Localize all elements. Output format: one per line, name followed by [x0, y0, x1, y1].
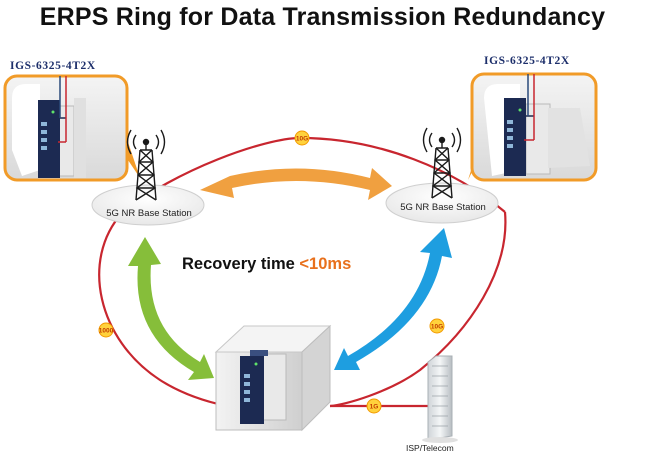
right-switch-callout: [468, 72, 598, 182]
isp-label: ISP/Telecom: [406, 443, 454, 453]
badge-isp: 1G: [366, 398, 382, 414]
right-switch-icon: [504, 98, 526, 176]
left-base-station: [91, 129, 205, 226]
green-link-arrow: [128, 237, 214, 380]
right-station-label: 5G NR Base Station: [400, 202, 486, 213]
badge-left-text: 1000: [99, 328, 114, 335]
blue-link-arrow: [334, 228, 452, 370]
badge-left: 1000: [98, 322, 114, 338]
recovery-time: Recovery time <10ms: [182, 255, 351, 274]
badge-top-text: 10G: [296, 136, 308, 143]
right-tower-icon: [422, 127, 462, 199]
left-switch-icon: [38, 100, 60, 178]
left-switch-callout: [3, 74, 140, 182]
badge-top: 10G: [294, 130, 310, 146]
orange-link-arrow: [200, 168, 392, 200]
isp-building-icon: [422, 355, 458, 443]
badge-isp-text: 1G: [370, 404, 379, 411]
right-base-station: [385, 127, 499, 224]
badge-right: 10G: [429, 318, 445, 334]
recovery-value: <10ms: [299, 255, 352, 273]
recovery-label: Recovery time: [182, 255, 300, 273]
center-switch-icon: [240, 356, 264, 424]
diagram-title: ERPS Ring for Data Transmission Redundan…: [39, 3, 606, 31]
left-model-label: IGS-6325-4T2X: [10, 60, 96, 72]
left-tower-icon: [126, 129, 166, 201]
badge-right-text: 10G: [431, 324, 443, 331]
center-switch-box: [214, 324, 332, 432]
right-model-label: IGS-6325-4T2X: [484, 55, 570, 67]
left-station-label: 5G NR Base Station: [106, 208, 192, 219]
